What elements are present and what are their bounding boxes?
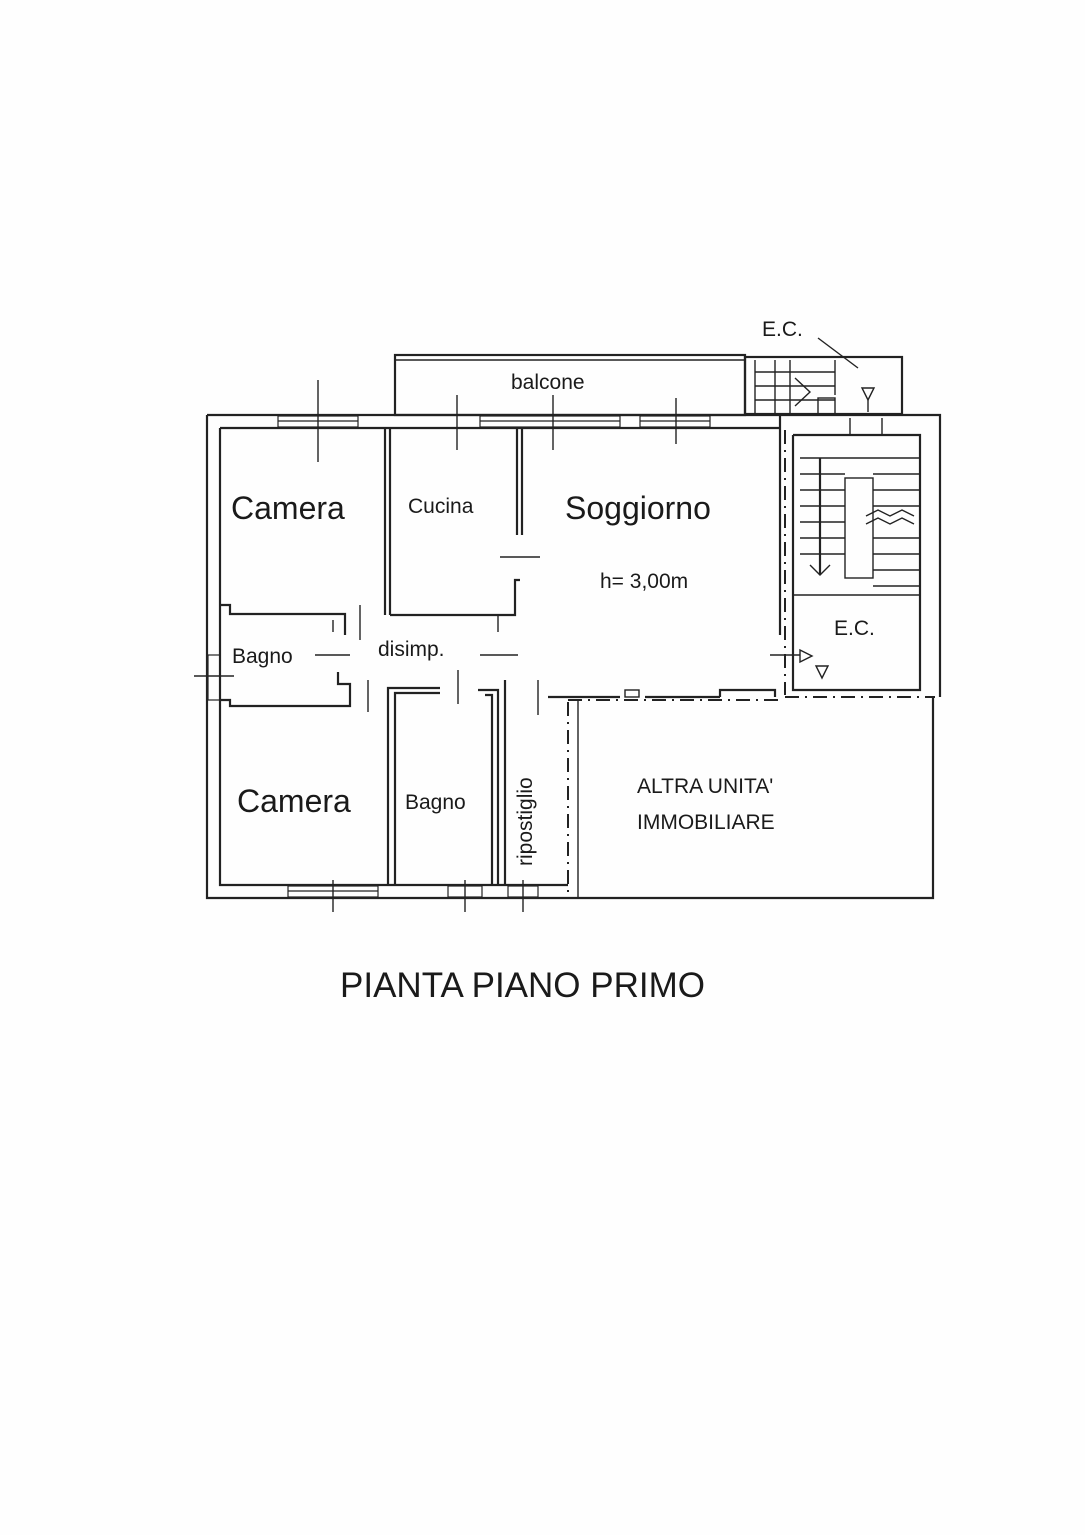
label-bagno-bottom: Bagno [405,791,466,814]
label-height: h= 3,00m [600,570,688,593]
plan-title: PIANTA PIANO PRIMO [340,966,705,1005]
label-soggiorno: Soggiorno [565,490,711,526]
windows-bottom [287,880,539,912]
label-ec-right: E.C. [834,617,875,640]
other-unit [568,697,935,900]
label-camera-bottom: Camera [237,783,351,819]
interior-walls [220,428,777,885]
label-balcone: balcone [511,371,585,394]
label-bagno-left: Bagno [232,645,293,668]
stairwell [780,413,942,697]
label-disimp: disimp. [378,638,445,661]
external-stair [743,355,904,416]
windows-top [277,380,711,462]
label-cucina: Cucina [408,495,474,518]
label-ec-top: E.C. [762,318,803,341]
label-camera-top: Camera [231,490,345,526]
arrows [770,337,876,680]
unit-boundary [567,430,935,898]
outer-walls [205,413,782,900]
window-left [194,654,234,701]
label-altra-unita: ALTRA UNITA' [637,775,773,798]
label-ripostiglio: ripostiglio [514,777,537,866]
label-immobiliare: IMMOBILIARE [637,811,775,834]
